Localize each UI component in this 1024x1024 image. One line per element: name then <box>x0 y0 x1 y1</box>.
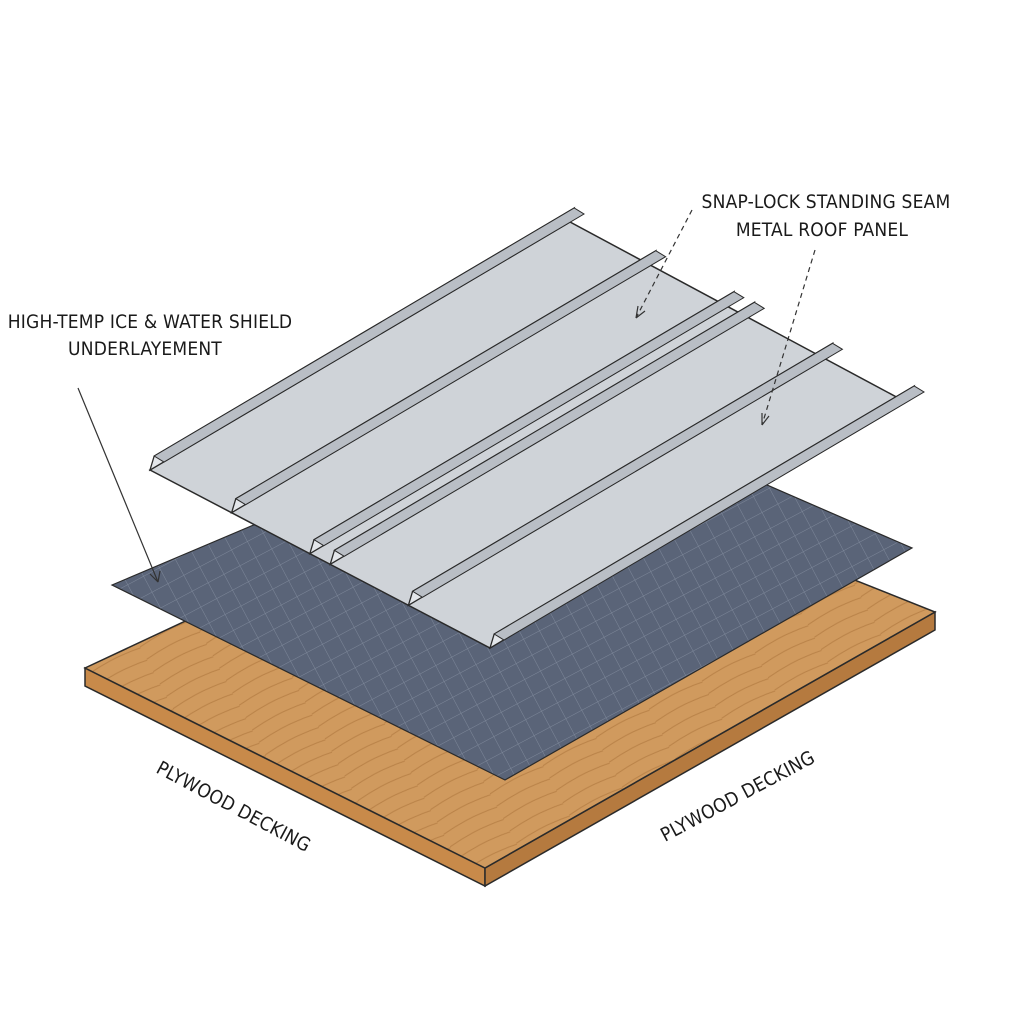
arrowhead-icon <box>635 305 646 319</box>
rib-side <box>411 342 844 598</box>
arrowhead-icon <box>761 413 770 426</box>
panel-ribs <box>148 206 925 650</box>
leader-lines <box>77 209 816 583</box>
leader-metal-2 <box>761 249 816 426</box>
rib-side <box>313 291 745 547</box>
leader-metal-1 <box>635 209 693 319</box>
rib-side <box>153 207 585 463</box>
metal-panel-label-line2: METAL ROOF PANEL <box>736 219 909 241</box>
rib-side <box>493 385 925 641</box>
leader-underlayment <box>77 387 159 583</box>
underlayment-label-line1: HIGH-TEMP ICE & WATER SHIELD <box>8 311 293 333</box>
rib-side <box>333 301 766 557</box>
standing-seam-metal-panel <box>148 206 925 650</box>
arrowhead-icon <box>149 570 161 583</box>
rib-side <box>234 250 667 506</box>
underlayment-label-line2: UNDERLAYEMENT <box>68 338 222 360</box>
metal-panel-label-line1: SNAP-LOCK STANDING SEAM <box>702 191 951 213</box>
